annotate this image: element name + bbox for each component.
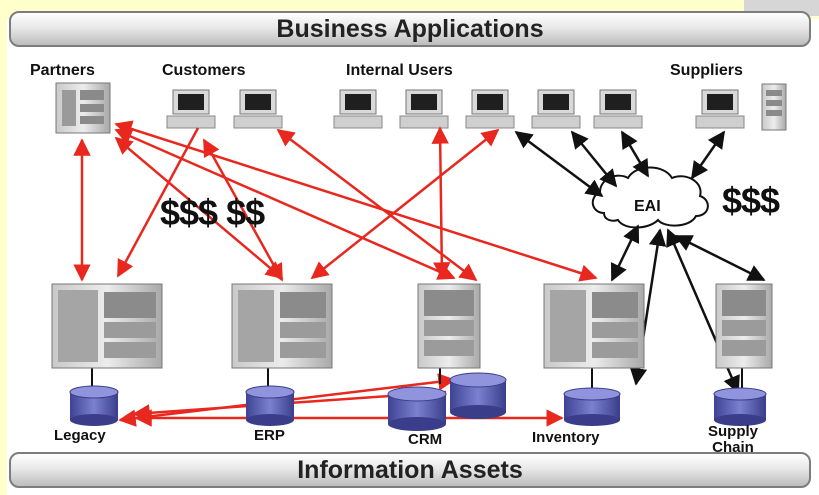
information-assets-banner: Information Assets: [9, 452, 811, 488]
internal-computer-icon-5: [593, 89, 643, 129]
supplier-computer-icon: [695, 89, 745, 129]
internal-computer-icon-4: [531, 89, 581, 129]
erp-server-icon: [231, 283, 333, 369]
customer-computer-icon-1: [166, 89, 216, 129]
customers-label: Customers: [162, 62, 246, 79]
legacy-label: Legacy: [54, 427, 106, 444]
legacy-server-icon: [51, 283, 163, 369]
supply-chain-database-icon: [713, 387, 767, 426]
business-applications-banner: Business Applications: [9, 11, 811, 47]
crm-database-icon-back: [449, 372, 507, 419]
inventory-server-icon: [543, 283, 645, 369]
internal-users-label: Internal Users: [346, 62, 453, 79]
supplier-server-icon: [761, 83, 787, 131]
suppliers-label: Suppliers: [670, 62, 743, 79]
partner-server-icon: [55, 82, 111, 134]
internal-computer-icon-2: [399, 89, 449, 129]
supply-chain-label: Supply Chain: [708, 424, 758, 456]
supply-chain-label-line1: Supply: [708, 423, 759, 440]
legacy-database-icon: [69, 385, 119, 426]
erp-database-icon: [245, 385, 295, 426]
internal-computer-icon-3: [465, 89, 515, 129]
supply-chain-label-line2: Chain: [712, 439, 754, 456]
erp-label: ERP: [254, 427, 285, 444]
supply-chain-server-icon: [715, 283, 773, 369]
partners-label: Partners: [30, 62, 95, 79]
cost-indicator-left: $$$ $$: [160, 192, 265, 233]
cost-indicator-right: $$$: [722, 180, 780, 221]
crm-server-icon: [417, 283, 481, 369]
customer-computer-icon-2: [233, 89, 283, 129]
eai-label: EAI: [634, 198, 661, 215]
crm-database-icon-front: [387, 386, 447, 431]
inventory-database-icon: [563, 387, 621, 426]
internal-computer-icon-1: [333, 89, 383, 129]
inventory-label: Inventory: [532, 429, 600, 446]
crm-label: CRM: [408, 431, 443, 448]
